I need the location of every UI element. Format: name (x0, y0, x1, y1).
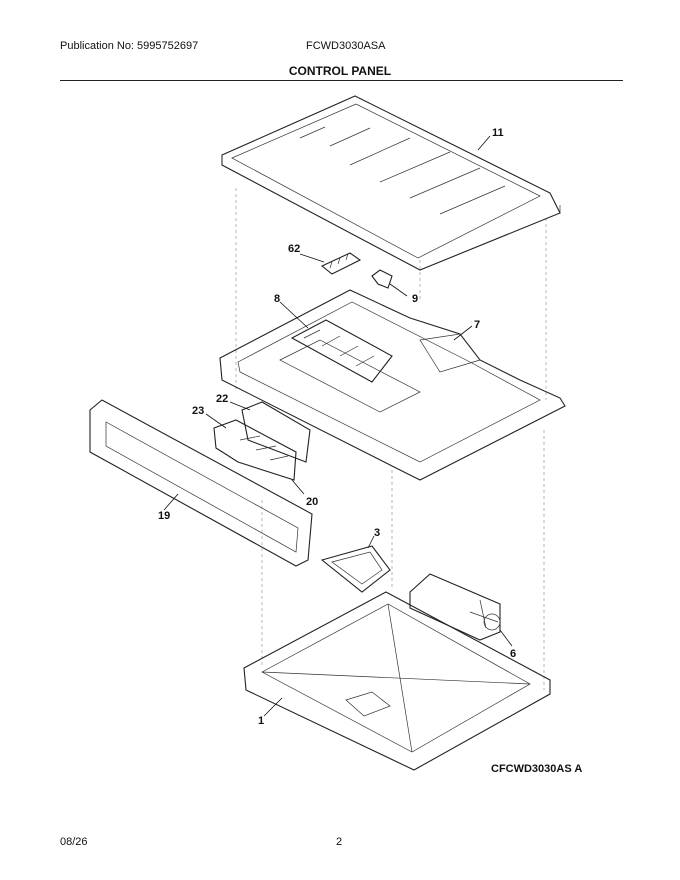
page-number: 2 (336, 836, 343, 848)
callout-20: 20 (306, 496, 318, 508)
part-23-keypad-bracket (213, 419, 297, 481)
callout-9: 9 (412, 293, 418, 305)
part-9-clip (371, 269, 393, 289)
drawing-code: CFCWD3030AS A (491, 763, 583, 775)
model-number: FCWD3030ASA (306, 40, 386, 52)
callout-7: 7 (474, 319, 480, 331)
callout-1: 1 (258, 715, 264, 727)
callout-22: 22 (216, 393, 228, 405)
section-title: CONTROL PANEL (288, 64, 392, 78)
part-1-bottom-panel (243, 591, 551, 771)
part-11-top-panel (221, 95, 561, 271)
part-3-gasket (320, 545, 391, 593)
part-19-control-overlay (89, 399, 313, 567)
footer-date: 08/26 (60, 836, 88, 848)
callout-23: 23 (192, 405, 204, 417)
part-7-panel-frame (219, 289, 566, 481)
header-rule (60, 80, 623, 81)
callout-11: 11 (492, 127, 504, 139)
callout-6: 6 (510, 648, 516, 660)
publication-number: Publication No: 5995752697 (60, 40, 199, 52)
callout-8: 8 (274, 293, 280, 305)
callout-19: 19 (158, 510, 170, 522)
callout-3: 3 (374, 527, 380, 539)
part-62-connector-bracket (320, 252, 362, 275)
alignment-guides (235, 188, 547, 690)
part-8-control-board (290, 319, 393, 383)
part-6-blower (409, 573, 501, 641)
part-22-bracket (241, 401, 311, 463)
callout-62: 62 (288, 243, 300, 255)
leader-lines (163, 135, 513, 717)
